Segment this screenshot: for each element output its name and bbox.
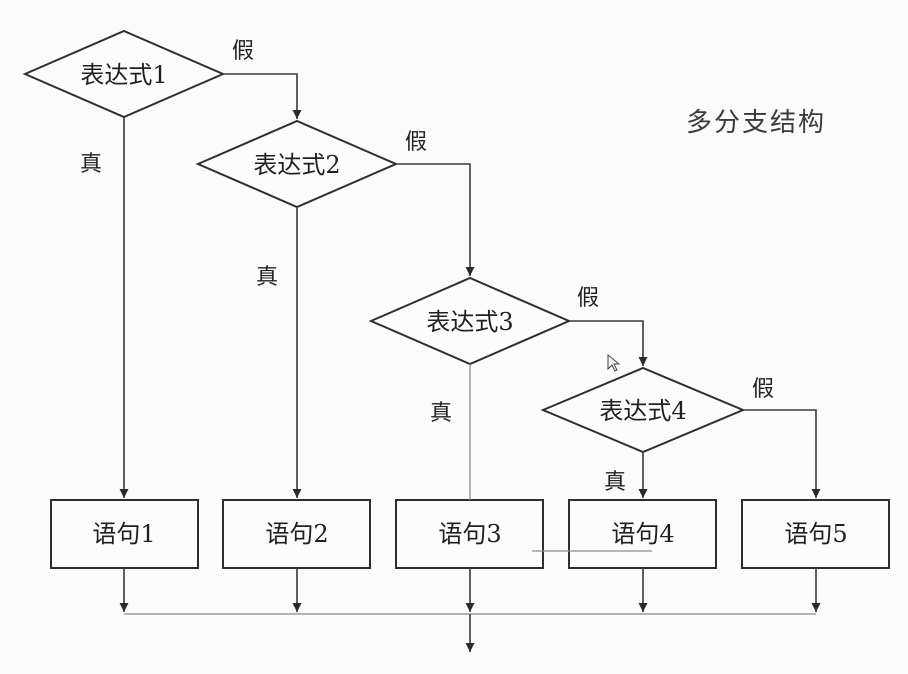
- edge-false-1: [223, 73, 302, 119]
- condition-4-label: 表达式4: [599, 397, 686, 425]
- statement-5: 语句5: [741, 499, 890, 569]
- condition-2-label: 表达式2: [253, 151, 340, 179]
- edge-false-3: [569, 320, 648, 366]
- diagram-title: 多分支结构: [686, 108, 826, 138]
- statement-4-label: 语句4: [611, 520, 674, 548]
- statement-1: 语句1: [50, 499, 199, 569]
- statement-3-label: 语句3: [438, 520, 501, 548]
- condition-3-label: 表达式3: [426, 308, 513, 336]
- label-true-3: 真: [430, 401, 452, 426]
- statement-4: 语句4: [568, 499, 717, 569]
- label-true-2: 真: [256, 265, 278, 290]
- statement-5-label: 语句5: [784, 520, 847, 548]
- condition-4: 表达式4: [540, 366, 746, 454]
- condition-1-label: 表达式1: [80, 61, 167, 89]
- edge-false-4: [743, 409, 821, 498]
- edge-false-2: [396, 163, 475, 276]
- statement-3: 语句3: [395, 499, 544, 569]
- condition-3: 表达式3: [368, 276, 572, 366]
- condition-2: 表达式2: [195, 119, 399, 209]
- label-false-4: 假: [752, 377, 774, 402]
- label-false-1: 假: [232, 39, 254, 64]
- statement-2: 语句2: [222, 499, 371, 569]
- condition-1: 表达式1: [22, 29, 226, 119]
- statement-1-label: 语句1: [92, 520, 155, 548]
- cursor-icon: [607, 353, 621, 372]
- label-true-4: 真: [604, 470, 626, 495]
- label-false-2: 假: [405, 130, 427, 155]
- label-true-1: 真: [80, 152, 102, 177]
- statement-2-label: 语句2: [265, 520, 328, 548]
- label-false-3: 假: [577, 286, 599, 311]
